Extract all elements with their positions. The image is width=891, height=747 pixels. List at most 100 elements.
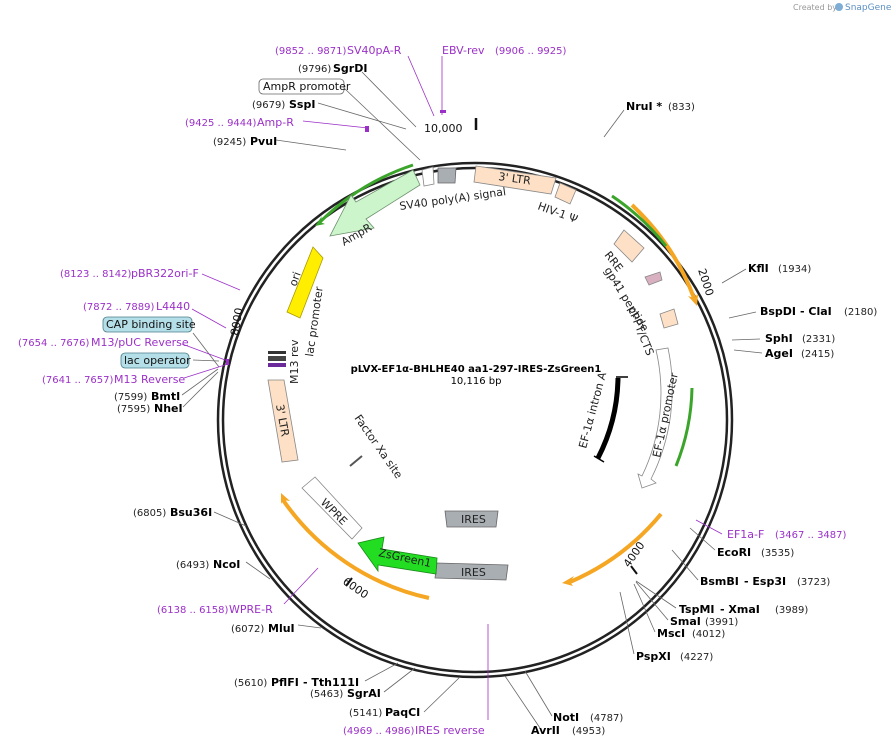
site-agei[interactable]: AgeI bbox=[765, 347, 793, 360]
svg-text:(6805): (6805) bbox=[133, 508, 166, 519]
svg-text:(4969 .. 4986): (4969 .. 4986) bbox=[343, 726, 415, 737]
zsgreen-feature bbox=[357, 536, 438, 575]
primer-amp-r[interactable]: Amp-R bbox=[257, 116, 294, 129]
svg-text:(2331): (2331) bbox=[802, 334, 835, 345]
site-avrii[interactable]: AvrII bbox=[531, 724, 560, 737]
ires-label-1: IRES bbox=[461, 513, 486, 526]
lac-operator-label: lac operator bbox=[124, 354, 191, 367]
ori-label: ori bbox=[287, 270, 304, 288]
cap-binding-site-label: CAP binding site bbox=[106, 318, 196, 331]
site-bsu36i[interactable]: Bsu36I bbox=[170, 506, 212, 519]
svg-text:(4787): (4787) bbox=[590, 713, 623, 724]
tick-6000: 6000 bbox=[340, 575, 370, 602]
svg-text:(9852 .. 9871): (9852 .. 9871) bbox=[275, 46, 347, 57]
svg-text:(3535): (3535) bbox=[761, 548, 794, 559]
backbone-inner bbox=[221, 166, 729, 674]
site-msci[interactable]: MscI bbox=[657, 627, 685, 640]
site-ecori[interactable]: EcoRI bbox=[717, 546, 751, 559]
m13rev-label: M13 rev bbox=[288, 339, 301, 384]
svg-text:(7872 .. 7889): (7872 .. 7889) bbox=[83, 302, 155, 313]
tick-10000: 10,000 bbox=[424, 122, 463, 135]
site-pflfi[interactable]: PflFI bbox=[271, 676, 299, 689]
ampr-promoter-label: AmpR promoter bbox=[263, 80, 351, 93]
svg-text:(3991): (3991) bbox=[705, 617, 738, 628]
svg-text:(833): (833) bbox=[668, 102, 695, 113]
site-sgrdi[interactable]: SgrDI bbox=[333, 62, 367, 75]
svg-text:(1934): (1934) bbox=[778, 264, 811, 275]
site-nrui[interactable]: NruI * bbox=[626, 100, 662, 113]
svg-text:(2180): (2180) bbox=[844, 307, 877, 318]
backbone-outer bbox=[216, 161, 734, 679]
orange-arrow-3 bbox=[281, 498, 430, 600]
cap-binding-site-box bbox=[102, 316, 193, 333]
ef1a-promoter-label: EF-1α promoter bbox=[650, 371, 681, 458]
hiv-psi-feature bbox=[554, 182, 577, 205]
svg-text:(9796): (9796) bbox=[298, 64, 331, 75]
green-arrow-2 bbox=[318, 163, 414, 224]
ef1a-intron-feature bbox=[595, 377, 621, 460]
svg-text:(9245): (9245) bbox=[213, 137, 246, 148]
primer-l4440[interactable]: L4440 bbox=[156, 300, 190, 313]
primer-m13-puc-reverse[interactable]: M13/pUC Reverse bbox=[91, 336, 189, 349]
svg-text:(5141): (5141) bbox=[349, 708, 382, 719]
site-nhei[interactable]: NheI bbox=[154, 402, 183, 415]
gp41-feature bbox=[644, 271, 663, 286]
primer-m13-reverse[interactable]: M13 Reverse bbox=[114, 373, 185, 386]
site-mlui[interactable]: MluI bbox=[268, 622, 295, 635]
site-noti[interactable]: NotI bbox=[553, 711, 579, 724]
site-sspi[interactable]: SspI bbox=[289, 98, 315, 111]
orange-arrow-2 bbox=[569, 512, 663, 584]
ori-feature bbox=[286, 246, 324, 319]
svg-text:(7641 .. 7657): (7641 .. 7657) bbox=[42, 375, 114, 386]
site-tspmi[interactable]: TspMI bbox=[679, 603, 715, 616]
svg-text:(5463): (5463) bbox=[310, 689, 343, 700]
plasmid-name: pLVX-EF1α-BHLHE40 aa1-297-IRES-ZsGreen1 bbox=[351, 364, 602, 375]
brand-text: SnapGene bbox=[845, 3, 891, 13]
factor-xa-feature bbox=[349, 455, 363, 467]
cppt-label: cPPT/CTS bbox=[625, 305, 656, 357]
svg-text:(5610): (5610) bbox=[234, 678, 267, 689]
lac-operator-box bbox=[120, 352, 190, 369]
sv40-feature bbox=[437, 167, 457, 184]
svg-text:(4953): (4953) bbox=[572, 726, 605, 737]
primer-wpre-r[interactable]: WPRE-R bbox=[229, 603, 273, 616]
site-smai[interactable]: SmaI bbox=[670, 615, 701, 628]
svg-text:- Esp3I: - Esp3I bbox=[744, 575, 786, 588]
site-ncoi[interactable]: NcoI bbox=[213, 558, 240, 571]
site-paqci[interactable]: PaqCI bbox=[385, 706, 420, 719]
site-sgrai[interactable]: SgrAI bbox=[347, 687, 381, 700]
ltr-left-feature bbox=[267, 379, 299, 463]
site-bspdi[interactable]: BspDI bbox=[760, 305, 796, 318]
svg-text:(6138 .. 6158): (6138 .. 6158) bbox=[157, 605, 229, 616]
svg-text:(4012): (4012) bbox=[692, 629, 725, 640]
orange-arrow-1 bbox=[630, 203, 696, 299]
site-bsmbi[interactable]: BsmBI bbox=[700, 575, 739, 588]
lac-promoter-feature bbox=[268, 356, 286, 361]
site-kfli[interactable]: KflI bbox=[748, 262, 769, 275]
ampr-feature bbox=[329, 169, 421, 237]
ampr-promoter-box bbox=[258, 78, 345, 95]
site-pvui[interactable]: PvuI bbox=[250, 135, 277, 148]
svg-text:(7599): (7599) bbox=[114, 392, 147, 403]
primer-pbr322ori-f[interactable]: pBR322ori-F bbox=[131, 267, 199, 280]
svg-text:(3723): (3723) bbox=[797, 577, 830, 588]
site-pspxi[interactable]: PspXI bbox=[636, 650, 671, 663]
site-bmti[interactable]: BmtI bbox=[151, 390, 180, 403]
primer-sv40pa-r[interactable]: SV40pA-R bbox=[347, 44, 402, 57]
sv40-label: SV40 poly(A) signal bbox=[399, 185, 507, 213]
hiv-psi-label: HIV-1 Ψ bbox=[536, 200, 580, 227]
svg-text:(9679): (9679) bbox=[252, 100, 285, 111]
primer-ebv-rev[interactable]: EBV-rev bbox=[442, 44, 485, 57]
svg-text:- XmaI: - XmaI bbox=[720, 603, 760, 616]
svg-text:(9425 .. 9444): (9425 .. 9444) bbox=[185, 118, 257, 129]
primer-ires-reverse[interactable]: IRES reverse bbox=[415, 724, 485, 737]
ef1a-promoter-feature bbox=[637, 347, 673, 489]
ltr-top-label: 3' LTR bbox=[498, 170, 532, 187]
svg-text:(6072): (6072) bbox=[231, 624, 264, 635]
plasmid-size: 10,116 bp bbox=[451, 376, 502, 387]
ltr-top-feature bbox=[473, 165, 557, 195]
cppt-feature bbox=[659, 308, 679, 329]
primer-ef1a-f[interactable]: EF1a-F bbox=[727, 528, 764, 541]
site-sphi[interactable]: SphI bbox=[765, 332, 793, 345]
